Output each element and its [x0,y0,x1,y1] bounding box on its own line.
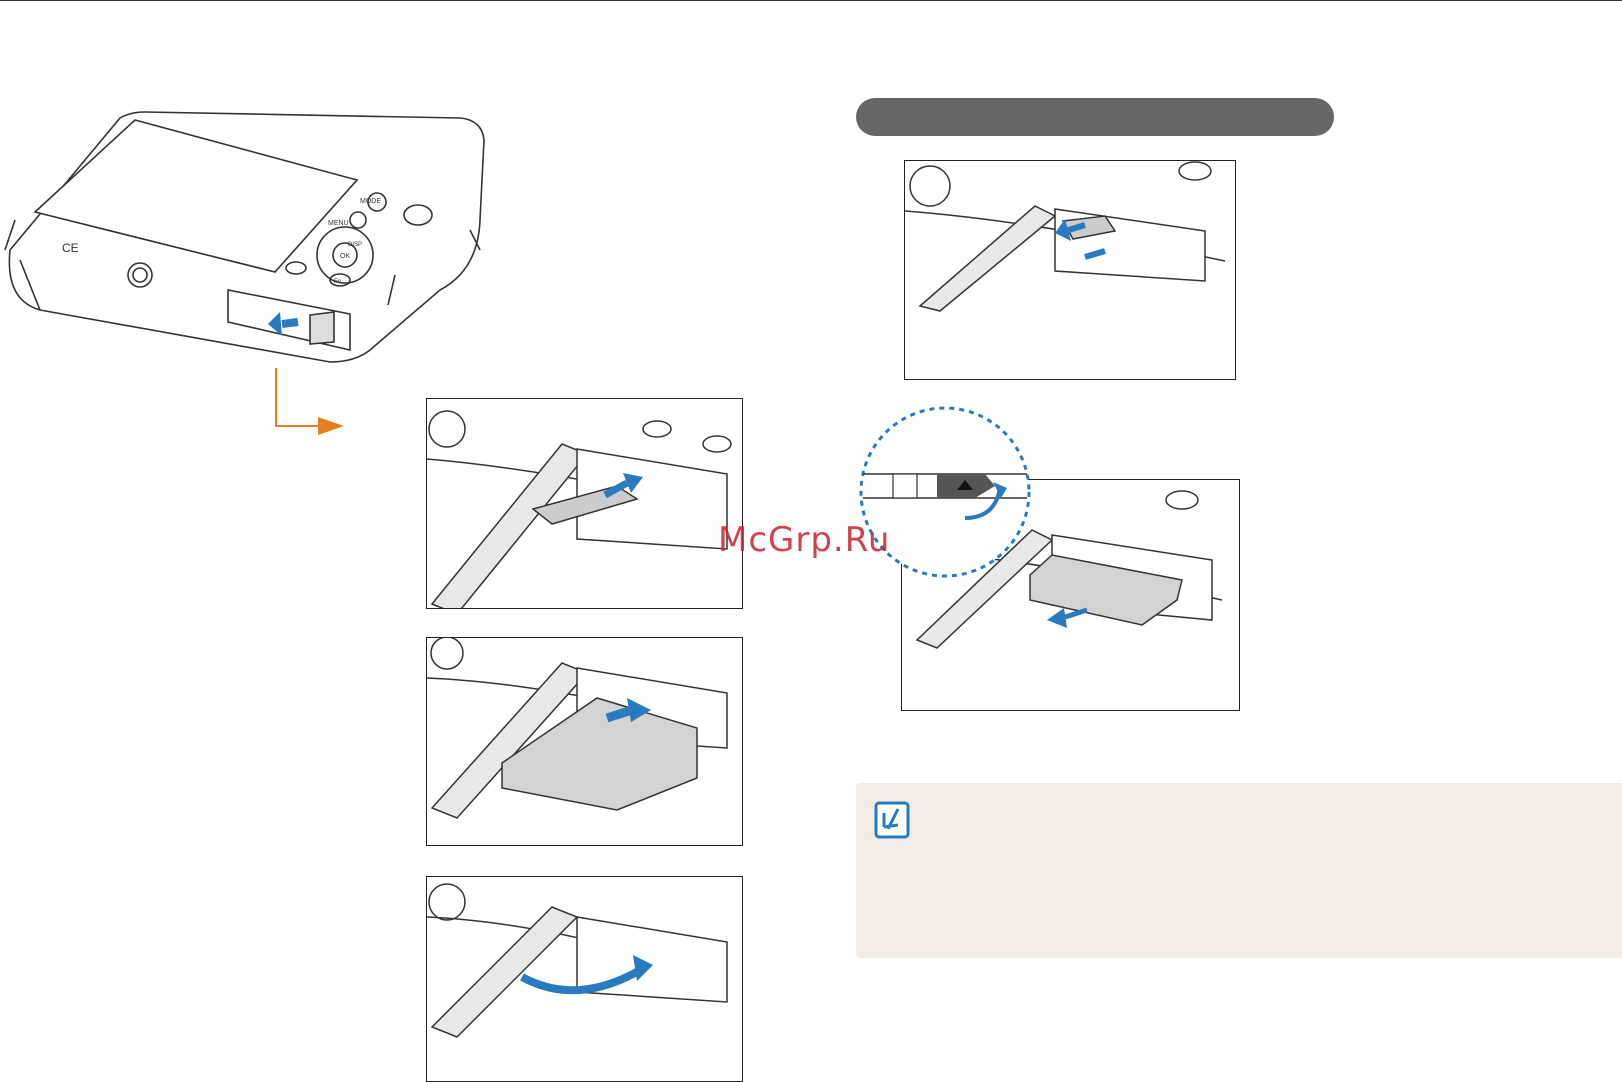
watermark: McGrp.Ru [718,520,891,560]
top-rule [0,0,1622,1]
ok-label: OK [340,253,350,260]
disp-label: DISP [348,242,362,248]
orange-flow-arrow [275,368,344,435]
camera-back-illustration: MODE MENU DISP OK Fn CE [4,111,485,363]
blue-direction-arrow [281,318,299,328]
note-box [856,783,1622,958]
battery-lock-magnifier [859,406,1031,578]
mode-label: MODE [360,198,381,205]
step-remove-battery [901,479,1240,711]
fn-label: Fn [334,279,341,285]
step-close-cover [426,876,743,1082]
step-insert-memory-card [426,398,743,609]
step-insert-battery [426,637,743,846]
blue-arrow-head [268,312,282,336]
menu-label: MENU [328,220,349,227]
step-remove-memory-card [904,160,1236,380]
ce-mark: CE [62,241,79,255]
section-heading-bar [856,98,1334,136]
note-icon [874,801,910,839]
